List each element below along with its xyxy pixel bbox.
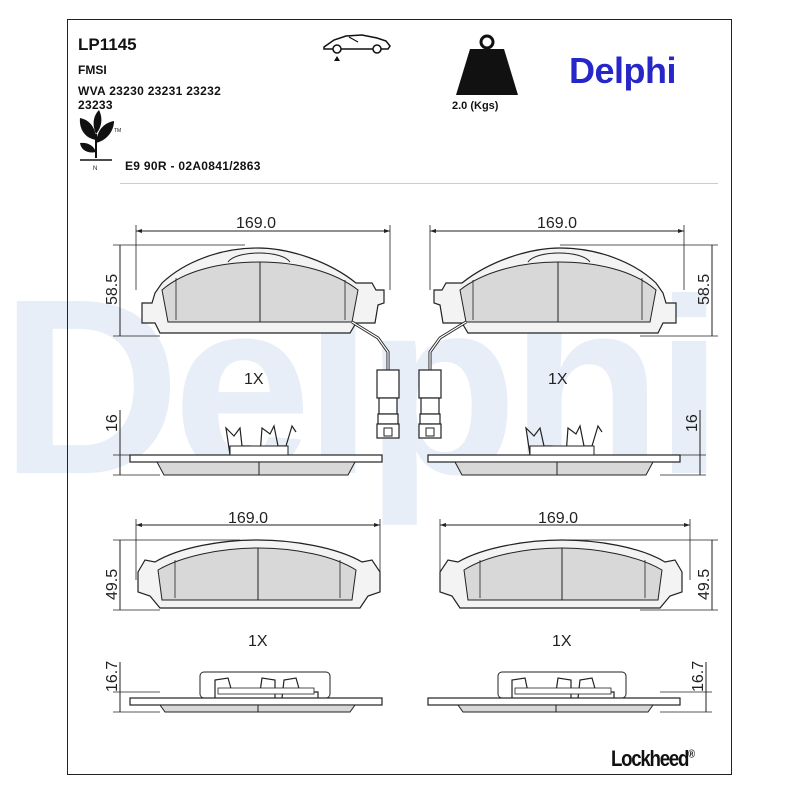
height-dimension-label: 49.5 xyxy=(104,569,121,600)
width-dimension-label: 169.0 xyxy=(236,215,276,232)
svg-text:TM: TM xyxy=(114,128,121,134)
weight-label: 2.0 (Kgs) xyxy=(452,100,499,112)
wva-numbers-line1: WVA 23230 23231 23232 xyxy=(78,84,222,98)
registered-mark: ® xyxy=(688,748,695,761)
header-separator xyxy=(120,183,718,184)
wva-numbers-line2: 23233 xyxy=(78,98,113,112)
height-dimension-label: 58.5 xyxy=(104,274,121,305)
quantity-label: 1X xyxy=(248,633,268,650)
thickness-dimension-label: 16 xyxy=(684,414,701,432)
width-dimension-label: 169.0 xyxy=(228,510,268,527)
eco-leaf-icon: N TM xyxy=(79,110,121,172)
footer-brand-logo: Lockheed® xyxy=(611,746,695,772)
brand-logo: Delphi xyxy=(569,50,677,91)
svg-text:N: N xyxy=(93,166,97,172)
drawing-frame xyxy=(67,19,732,775)
pad-bottom-left: 169.0 49.5 1X 16.7 xyxy=(104,510,383,713)
width-dimension-label: 169.0 xyxy=(537,215,577,232)
quantity-label: 1X xyxy=(244,371,264,388)
pad-top-right: 169.0 58.5 1X 16 xyxy=(418,215,718,476)
width-dimension-label: 169.0 xyxy=(538,510,578,527)
footer-brand-text: Lockheed xyxy=(611,746,689,771)
part-number: LP1145 xyxy=(78,35,137,54)
height-dimension-label: 49.5 xyxy=(696,569,713,600)
thickness-dimension-label: 16 xyxy=(104,414,121,432)
height-dimension-label: 58.5 xyxy=(696,274,713,305)
car-front-axle-icon xyxy=(323,34,391,61)
quantity-label: 1X xyxy=(552,633,572,650)
fmsi-label: FMSI xyxy=(78,63,107,77)
weight-icon xyxy=(456,34,518,95)
thickness-dimension-label: 16.7 xyxy=(690,661,707,692)
quantity-label: 1X xyxy=(548,371,568,388)
pad-bottom-right: 169.0 49.5 1X 16.7 xyxy=(427,510,718,713)
thickness-dimension-label: 16.7 xyxy=(104,661,121,692)
pad-top-left: 169.0 58.5 1X xyxy=(104,215,400,476)
approval-number: E9 90R - 02A0841/2863 xyxy=(125,159,261,173)
